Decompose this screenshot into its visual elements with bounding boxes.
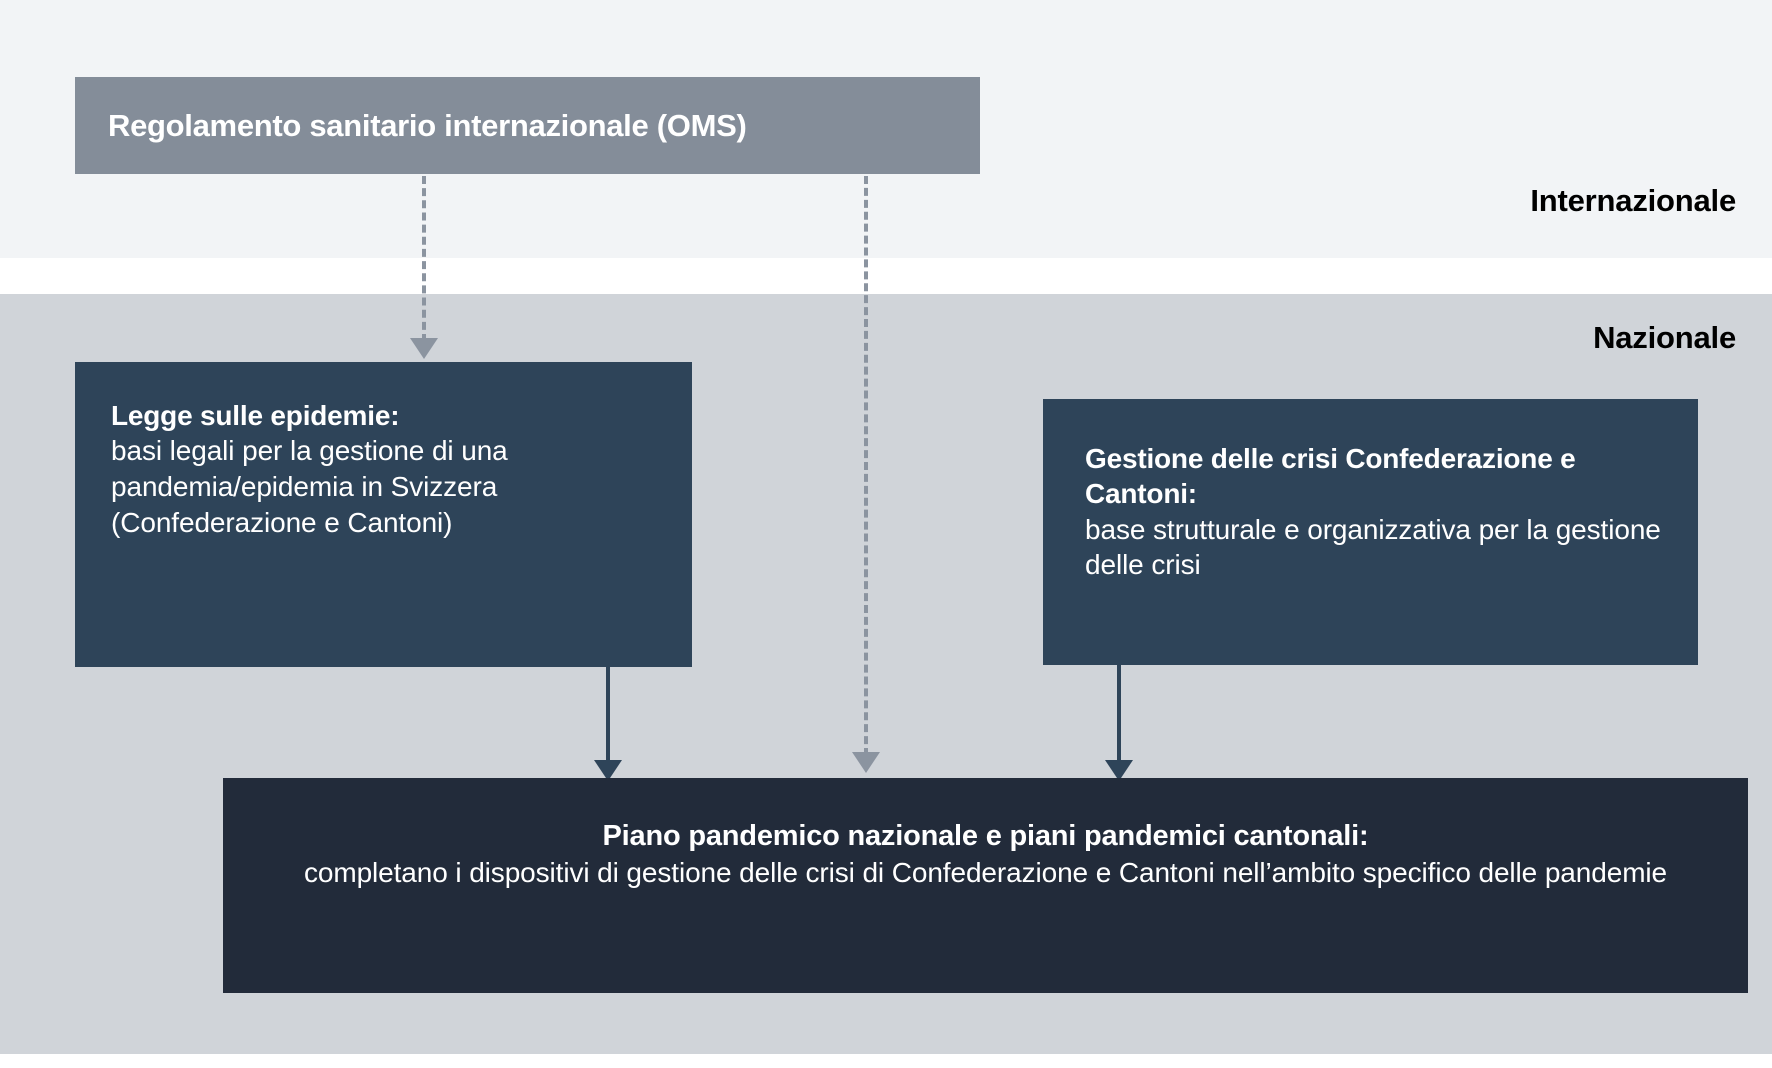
box-body: base strutturale e organizzativa per la …: [1085, 513, 1661, 581]
arrowhead-down-icon: [594, 760, 622, 781]
box-heading: Legge sulle epidemie:: [111, 400, 400, 431]
arrowhead-down-icon: [852, 752, 880, 773]
box-title: Regolamento sanitario internazionale (OM…: [108, 107, 747, 143]
box-heading: Piano pandemico nazionale e piani pandem…: [602, 820, 1369, 852]
box-pandemic-plan: Piano pandemico nazionale e piani pandem…: [223, 778, 1748, 993]
box-epidemics-law: Legge sulle epidemie: basi legali per la…: [75, 362, 692, 667]
connector-line: [606, 667, 610, 764]
arrowhead-down-icon: [410, 338, 438, 359]
box-heading: Gestione delle crisi Confederazione e Ca…: [1085, 443, 1576, 510]
connector-line: [422, 176, 426, 342]
connector-line: [864, 176, 868, 756]
band-label-national: Nazionale: [1593, 320, 1736, 355]
band-label-international: Internazionale: [1530, 183, 1736, 218]
box-body: basi legali per la gestione di una pande…: [111, 435, 508, 538]
band-bottom-margin: [0, 1054, 1772, 1068]
box-international-health-regulations: Regolamento sanitario internazionale (OM…: [75, 77, 980, 174]
box-body: completano i dispositivi di gestione del…: [303, 856, 1668, 888]
band-separator-gap: [0, 258, 1772, 294]
connector-line: [1117, 665, 1121, 764]
arrowhead-down-icon: [1105, 760, 1133, 781]
box-crisis-management: Gestione delle crisi Confederazione e Ca…: [1043, 399, 1698, 665]
